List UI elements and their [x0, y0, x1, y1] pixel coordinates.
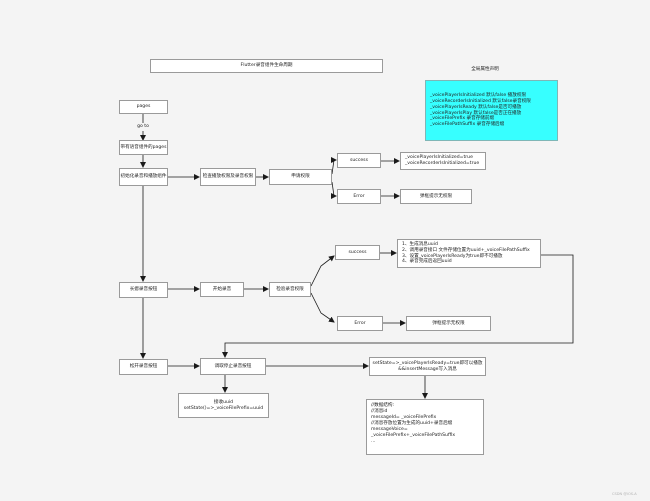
node-error-2-result: 弹框提示无权限	[406, 316, 491, 331]
record-step: 4、录音完成后返回uuid	[402, 259, 452, 265]
node-error-1-result: 弹框提示无权限	[400, 189, 472, 204]
node-success-2-label: success	[348, 249, 367, 255]
node-check-record-permission: 检验录音权限	[269, 282, 311, 297]
global-properties-legend: _voicePlayerIsInitialized 默认false 播放权限 _…	[425, 80, 558, 141]
node-start-recording-label: 开始录音	[212, 286, 232, 292]
record-step: 1、生成消息uuid	[402, 241, 438, 247]
record-step: 2、调用录音接口 文件存储位置为uuid+_voiceFilePathSuffi…	[402, 247, 530, 253]
node-pages: pages	[119, 100, 168, 114]
data-structure-line: messageId= _voiceFilePrefix	[371, 414, 437, 420]
edge-check-success2	[310, 255, 335, 287]
success-1-result-line: _voiceRecorderIsInitialized=true	[405, 161, 480, 166]
node-long-press-label: 长摁录音按钮	[129, 287, 158, 293]
node-receive-uuid: 接收uuid setState()=>_voiceFilePrefix=uuid	[178, 393, 269, 418]
node-init-components-label: 初始化录音和播放组件	[120, 174, 167, 180]
set-state-line: setState=>_voicePlayerIsReady=true即可以播放	[372, 360, 483, 366]
legend-heading: 全局属性声明	[471, 67, 499, 72]
data-structure-line: //消息存放位置为生成的uuid+录音后缀	[371, 420, 453, 426]
legend-line: _voicePlayerIsPlay 默认false是否正在播放	[430, 110, 522, 116]
edge-request-error1	[331, 181, 337, 199]
set-state-line: &&insertMessage写入消息	[398, 366, 457, 372]
node-request-permission: 申请权限	[269, 169, 332, 185]
edge-uuid-return	[222, 254, 574, 358]
data-structure-line: ...	[371, 438, 376, 444]
node-error-1-label: Error	[353, 193, 365, 199]
node-error-1-result-label: 弹框提示无权限	[419, 193, 453, 199]
node-long-press: 长摁录音按钮	[119, 282, 168, 298]
node-stop-recording-label: 调取停止录音按钮	[214, 363, 252, 369]
node-release-button-label: 松开录音按钮	[129, 364, 158, 370]
node-error-2-result-label: 弹框提示无权限	[432, 320, 465, 326]
watermark: CSDN @iOS-A	[612, 492, 637, 496]
node-check-permissions-label: 检查播放权限及录音权限	[202, 174, 254, 180]
node-data-structure: //数据结构: //消息id messageId= _voiceFilePref…	[366, 399, 484, 455]
node-init-components: 初始化录音和播放组件	[119, 168, 168, 186]
receive-uuid-line: 接收uuid	[213, 399, 234, 405]
data-structure-line: //消息id	[371, 408, 388, 414]
diagram-title: Flutter录音组件生命周期	[150, 59, 383, 73]
node-set-state-ready: setState=>_voicePlayerIsReady=true即可以播放 …	[369, 357, 486, 376]
node-voice-component-pages: 带有语音组件的pages	[119, 140, 168, 155]
legend-line: _voiceFilePathSuffix 录音存储后缀	[430, 122, 505, 128]
node-release-button: 松开录音按钮	[119, 359, 168, 375]
node-record-steps: 1、生成消息uuid 2、调用录音接口 文件存储位置为uuid+_voiceFi…	[397, 239, 541, 268]
success-1-result-line: _voicePlayerIsInitialized=true	[405, 155, 473, 161]
node-request-permission-label: 申请权限	[291, 174, 310, 180]
receive-uuid-line: setState()=>_voiceFilePrefix=uuid	[183, 405, 264, 411]
node-success-1-result: _voicePlayerIsInitialized=true _voiceRec…	[400, 152, 486, 170]
goto-label: go to	[128, 124, 158, 129]
node-start-recording: 开始录音	[200, 282, 244, 297]
node-error-2-label: Error	[354, 320, 366, 326]
record-step: 3、设置_voicePlayerIsReady为true即不可播放	[402, 253, 503, 259]
node-voice-component-pages-label: 带有语音组件的pages	[120, 144, 167, 150]
node-error-2: Error	[337, 316, 383, 331]
node-stop-recording: 调取停止录音按钮	[200, 358, 266, 375]
edge-check-error2	[310, 292, 335, 323]
data-structure-line: //数据结构:	[371, 403, 395, 408]
node-success-1-label: success	[350, 157, 368, 163]
node-check-record-permission-label: 检验录音权限	[276, 286, 304, 292]
legend-line: _voicePlayerIsReady 默认false是否可播放	[430, 104, 522, 110]
node-success-2: success	[335, 245, 380, 260]
legend-line: _voiceRecorderIsInitialized 默认false录音权限	[430, 98, 531, 104]
node-error-1: Error	[337, 189, 381, 204]
diagram-title-text: Flutter录音组件生命周期	[240, 63, 293, 69]
edge-request-success1	[331, 157, 337, 175]
legend-line: _voicePlayerIsInitialized 默认false 播放权限	[430, 92, 527, 98]
node-pages-label: pages	[136, 104, 151, 110]
legend-line: _voiceFilePrefix 录音存储前缀	[430, 116, 495, 122]
node-check-permissions: 检查播放权限及录音权限	[200, 168, 256, 186]
node-success-1: success	[337, 153, 381, 168]
data-structure-line: messageVoice= _voiceFilePrefix+_voiceFil…	[371, 426, 456, 438]
